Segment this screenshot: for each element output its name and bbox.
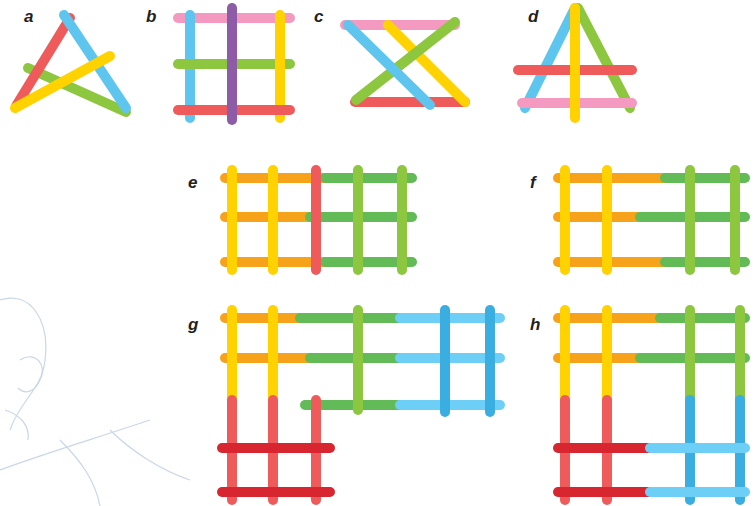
sketch-line — [60, 440, 100, 506]
stick — [558, 353, 640, 363]
stick — [440, 310, 450, 412]
stick — [227, 310, 237, 400]
figure-letter: e — [188, 174, 197, 191]
figure-letter: h — [530, 316, 540, 333]
figure-letter: b — [146, 8, 156, 25]
stick — [275, 15, 285, 118]
stick — [730, 170, 740, 270]
stick — [602, 170, 612, 270]
figure-letter: a — [24, 8, 33, 25]
figure-letter: d — [528, 8, 538, 25]
stick — [268, 310, 278, 400]
stick — [558, 487, 650, 497]
stick — [650, 443, 745, 453]
stick — [348, 25, 430, 105]
stick — [356, 22, 455, 100]
stick — [650, 487, 745, 497]
stick — [15, 56, 110, 108]
stick — [558, 212, 640, 222]
stick — [397, 170, 407, 270]
stick — [222, 443, 330, 453]
stick — [353, 170, 363, 270]
stick — [485, 310, 495, 412]
sketch-line — [18, 357, 42, 392]
stick — [570, 8, 580, 118]
background-sketch — [0, 298, 190, 506]
stick — [345, 20, 455, 30]
stick — [602, 310, 612, 400]
figure-letter: f — [530, 174, 536, 191]
figure-letter: c — [314, 8, 323, 25]
stick — [222, 487, 330, 497]
stick — [225, 212, 310, 222]
stick — [685, 170, 695, 270]
stick — [558, 443, 650, 453]
stick — [311, 170, 321, 270]
figure-letter: g — [188, 316, 198, 333]
sketch-line — [5, 410, 28, 440]
stick — [225, 353, 310, 363]
stick — [560, 170, 570, 270]
stick — [353, 310, 363, 410]
stick — [578, 8, 630, 108]
stick — [268, 170, 278, 270]
stick — [685, 310, 695, 400]
stick — [525, 8, 575, 108]
sketch-line — [110, 430, 190, 480]
stick — [227, 8, 237, 120]
stick — [735, 310, 745, 400]
stick — [227, 170, 237, 270]
stick — [660, 313, 745, 323]
stick — [560, 310, 570, 400]
stick — [355, 97, 465, 107]
stick — [300, 313, 400, 323]
